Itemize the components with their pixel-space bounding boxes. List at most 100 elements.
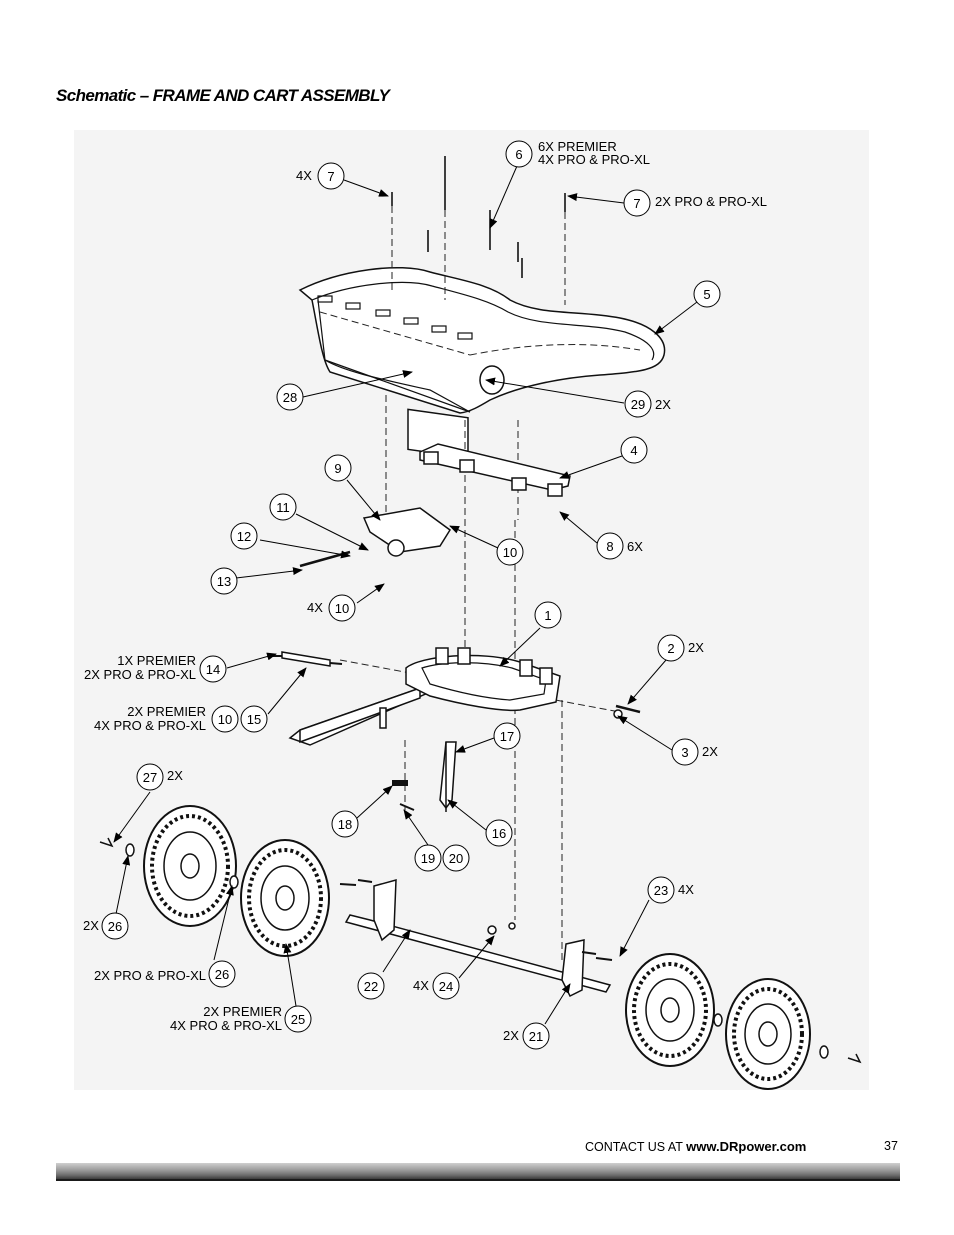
cart-tub: [298, 267, 666, 459]
svg-text:4X: 4X: [296, 168, 312, 183]
callout-3: 3 2X: [671, 738, 718, 766]
svg-text:5: 5: [703, 287, 710, 302]
callout-1: 1: [534, 601, 562, 629]
svg-text:7: 7: [327, 169, 334, 184]
callout-13: 13: [210, 567, 238, 595]
svg-text:28: 28: [283, 390, 297, 405]
callout-8: 8 6X: [596, 532, 643, 560]
callout-21: 2X 21: [503, 1022, 550, 1050]
wheel-right-front: [625, 953, 715, 1067]
callout-10-4x: 4X 10: [307, 594, 356, 622]
svg-text:2: 2: [667, 641, 674, 656]
wheel-left-front: [240, 839, 330, 957]
callout-18: 18: [331, 810, 359, 838]
svg-text:2X: 2X: [83, 918, 99, 933]
svg-text:2X: 2X: [503, 1028, 519, 1043]
svg-text:27: 27: [143, 770, 157, 785]
svg-text:24: 24: [439, 979, 453, 994]
hitch-plate: [362, 507, 452, 557]
svg-text:9: 9: [334, 461, 341, 476]
svg-text:10: 10: [503, 545, 517, 560]
svg-text:4X PRO & PRO-XL: 4X PRO & PRO-XL: [94, 718, 206, 733]
svg-text:2X: 2X: [702, 744, 718, 759]
svg-text:4X PRO & PRO-XL: 4X PRO & PRO-XL: [170, 1018, 282, 1033]
svg-text:15: 15: [247, 712, 261, 727]
svg-text:7: 7: [633, 196, 640, 211]
callout-11: 11: [269, 493, 297, 521]
svg-text:2X PRO & PRO-XL: 2X PRO & PRO-XL: [94, 968, 206, 983]
callout-28: 28: [276, 383, 304, 411]
page-number: 37: [884, 1139, 898, 1153]
callout-26-pro: 2X PRO & PRO-XL 26: [94, 960, 236, 988]
wheel-left-rear: [143, 805, 237, 927]
svg-text:10: 10: [335, 601, 349, 616]
callout-12: 12: [230, 522, 258, 550]
main-frame: [288, 647, 561, 746]
svg-text:20: 20: [449, 851, 463, 866]
callout-17: 17: [493, 722, 521, 750]
callout-9: 9: [324, 454, 352, 482]
svg-text:3: 3: [681, 745, 688, 760]
svg-text:17: 17: [500, 729, 514, 744]
callout-5: 5: [693, 280, 721, 308]
footer-rule: [56, 1179, 900, 1181]
axle: [344, 879, 612, 998]
svg-text:13: 13: [217, 574, 231, 589]
svg-text:1X PREMIER: 1X PREMIER: [117, 653, 196, 668]
svg-text:14: 14: [206, 662, 220, 677]
callout-7-top-left: 4X 7: [296, 162, 345, 190]
callout-24: 4X 24: [413, 972, 460, 1000]
callout-23: 23 4X: [647, 876, 694, 904]
svg-text:18: 18: [338, 817, 352, 832]
footer-contact: CONTACT US AT www.DRpower.com: [585, 1139, 806, 1154]
wheel-right-rear: [725, 978, 811, 1090]
svg-text:2X PRO & PRO-XL: 2X PRO & PRO-XL: [655, 194, 767, 209]
svg-text:21: 21: [529, 1029, 543, 1044]
schematic-drawing: 4X 7 6 6X PREMIER 4X PRO & PRO-XL 7 2X P…: [83, 139, 862, 1090]
callout-4: 4: [620, 436, 648, 464]
svg-text:2X: 2X: [688, 640, 704, 655]
svg-text:11: 11: [276, 500, 290, 515]
svg-text:6X PREMIER: 6X PREMIER: [538, 139, 617, 154]
callout-10-plate: 10: [496, 538, 524, 566]
cross-bracket: [419, 443, 571, 497]
svg-text:2X: 2X: [655, 397, 671, 412]
svg-text:2X: 2X: [167, 768, 183, 783]
contact-url[interactable]: www.DRpower.com: [686, 1139, 807, 1154]
schematic-diagram: 4X 7 6 6X PREMIER 4X PRO & PRO-XL 7 2X P…: [74, 130, 869, 1090]
svg-text:2X PRO & PRO-XL: 2X PRO & PRO-XL: [84, 667, 196, 682]
page-title: Schematic – FRAME AND CART ASSEMBLY: [56, 86, 390, 105]
svg-text:6: 6: [515, 147, 522, 162]
svg-text:12: 12: [237, 529, 251, 544]
svg-text:25: 25: [291, 1012, 305, 1027]
callout-27: 27 2X: [136, 763, 183, 791]
screws: [391, 156, 566, 278]
svg-text:2X PREMIER: 2X PREMIER: [127, 704, 206, 719]
callout-6: 6 6X PREMIER 4X PRO & PRO-XL: [505, 139, 650, 168]
callout-25: 2X PREMIER 4X PRO & PRO-XL 25: [170, 1004, 312, 1033]
svg-text:4: 4: [630, 443, 637, 458]
callout-2: 2 2X: [657, 634, 704, 662]
svg-text:1: 1: [544, 608, 551, 623]
footer-bar: [56, 1163, 900, 1179]
svg-text:2X PREMIER: 2X PREMIER: [203, 1004, 282, 1019]
svg-text:23: 23: [654, 883, 668, 898]
contact-prefix: CONTACT US AT: [585, 1140, 687, 1154]
callout-29: 29 2X: [624, 390, 671, 418]
callout-19-20: 19 20: [414, 844, 470, 872]
callout-7-top-right: 7 2X PRO & PRO-XL: [623, 189, 767, 217]
svg-text:26: 26: [108, 919, 122, 934]
svg-text:4X PRO & PRO-XL: 4X PRO & PRO-XL: [538, 152, 650, 167]
svg-text:8: 8: [606, 539, 613, 554]
svg-text:16: 16: [492, 826, 506, 841]
svg-text:4X: 4X: [678, 882, 694, 897]
svg-text:26: 26: [215, 967, 229, 982]
callout-26-left: 2X 26: [83, 912, 129, 940]
callout-16: 16: [485, 819, 513, 847]
svg-text:6X: 6X: [627, 539, 643, 554]
callout-14: 1X PREMIER 2X PRO & PRO-XL 14: [84, 653, 227, 683]
svg-text:22: 22: [364, 979, 378, 994]
svg-text:19: 19: [421, 851, 435, 866]
svg-text:10: 10: [218, 712, 232, 727]
svg-text:4X: 4X: [413, 978, 429, 993]
